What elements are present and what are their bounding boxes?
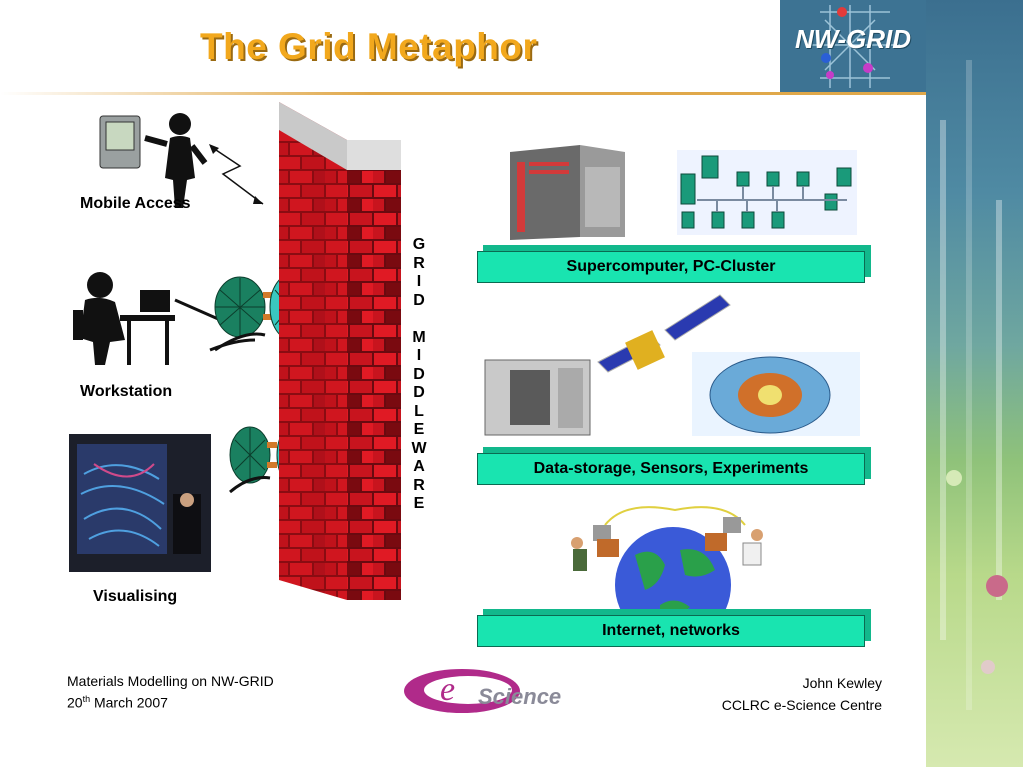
category-box-compute: Supercomputer, PC-Cluster — [477, 251, 865, 283]
workstation-label: Workstation — [80, 383, 173, 400]
grid-middleware-label: G R I D M I D D L E W A R E — [406, 236, 432, 514]
middleware-letter: E — [413, 495, 425, 512]
middleware-brick-wall — [279, 102, 401, 600]
data-storage-image — [484, 359, 591, 436]
middleware-letter: D — [413, 384, 425, 401]
middleware-letter: R — [413, 476, 425, 494]
person-computer-left — [571, 525, 619, 571]
footer-event: Materials Modelling on NW-GRID — [67, 673, 274, 689]
escience-logo-graphic: e Science — [404, 669, 561, 713]
pc-cluster-image — [677, 150, 857, 235]
middleware-letter: I — [416, 273, 422, 290]
category-box-network: Internet, networks — [477, 615, 865, 647]
middleware-letter: R — [413, 254, 425, 272]
internet-globe-image — [571, 506, 763, 610]
escience-logo: e Science — [402, 666, 622, 716]
footer-date-suffix: th — [82, 694, 91, 704]
category-box-storage: Data-storage, Sensors, Experiments — [477, 453, 865, 485]
footer-author: John Kewley — [802, 675, 882, 691]
visualising-image — [69, 434, 211, 572]
middleware-letter: W — [411, 439, 427, 457]
middleware-letter: E — [413, 421, 425, 438]
middleware-letter: M — [412, 328, 426, 346]
visualisation-wall-graphic — [77, 444, 201, 554]
satellite-image — [597, 294, 731, 373]
middleware-letter: L — [414, 402, 424, 420]
middleware-letter — [406, 310, 432, 329]
middleware-letter: D — [413, 365, 425, 383]
svg-text:e: e — [440, 671, 455, 708]
footer-org: CCLRC e-Science Centre — [721, 697, 882, 713]
logo-text: NW-GRID — [794, 24, 911, 54]
logo-grid-graphic — [810, 5, 900, 88]
storage-sensors-images — [484, 294, 860, 436]
mobile-access-illustration — [99, 113, 264, 208]
slide-title: The Grid Metaphor — [200, 26, 538, 67]
decorative-side-strip — [926, 0, 1023, 767]
footer-date-day: 20 — [67, 694, 83, 711]
person-computer-right — [705, 517, 763, 566]
workstation-illustration — [73, 272, 256, 365]
mobile-access-label: Mobile Access — [80, 195, 191, 212]
experiment-detector-image — [692, 352, 860, 436]
escience-logo-text: Science — [478, 684, 561, 709]
header-rule — [0, 92, 926, 95]
middleware-letter: D — [413, 291, 425, 309]
supercomputer-image — [510, 145, 625, 240]
middleware-letter: A — [413, 458, 425, 475]
footer-date: 20th March 2007 — [67, 694, 168, 711]
nw-grid-logo: NW-GRID — [780, 0, 926, 92]
visualising-label: Visualising — [93, 588, 178, 605]
middleware-letter: G — [412, 236, 426, 253]
footer-date-rest: March 2007 — [90, 694, 168, 711]
middleware-letter: I — [416, 347, 422, 364]
